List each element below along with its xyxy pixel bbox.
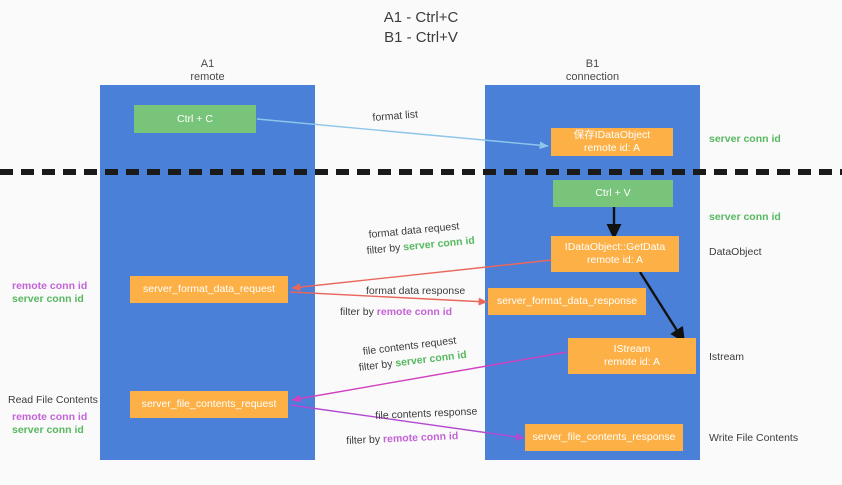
box-save-idataobject[interactable]: 保存IDataObject remote id: A: [551, 128, 673, 156]
filter-prefix: filter by: [346, 433, 384, 447]
flow-label-format-list: format list: [372, 108, 419, 124]
filter-key-remote-conn-id: remote conn id: [376, 306, 453, 318]
box-idataobject-getdata[interactable]: IDataObject::GetData remote id: A: [551, 236, 679, 272]
right-label-dataobject: DataObject: [709, 246, 762, 258]
left-label-remote-conn-id-b: remote conn id: [12, 411, 88, 423]
box-ctrl-c[interactable]: Ctrl + C: [134, 105, 256, 133]
lane-header-a1-role: remote: [190, 71, 225, 83]
left-label-remote-conn-id-a: remote conn id: [12, 280, 88, 292]
right-label-write-file-contents: Write File Contents: [709, 432, 799, 444]
right-label-server-conn-id-top: server conn id: [709, 133, 781, 145]
lane-header-a1-name: A1: [200, 58, 215, 70]
diagram-title-line2: B1 - Ctrl+V: [384, 29, 458, 46]
flow-label-format-data-response: format data response: [366, 285, 466, 297]
filter-prefix: filter by: [340, 306, 377, 318]
lane-header-b1-role: connection: [565, 71, 620, 83]
diagram-title: A1 - Ctrl+C B1 - Ctrl+V: [0, 8, 842, 48]
box-ctrl-v[interactable]: Ctrl + V: [553, 180, 673, 207]
box-server-file-contents-request[interactable]: server_file_contents_request: [130, 391, 288, 418]
filter-prefix: filter by: [358, 357, 397, 374]
box-server-format-data-request[interactable]: server_format_data_request: [130, 276, 288, 303]
left-label-read-file-contents: Read File Contents: [8, 394, 98, 406]
box-server-format-data-response[interactable]: server_format_data_response: [488, 288, 646, 315]
dashed-divider: [0, 169, 842, 175]
filter-key-remote-conn-id: remote conn id: [382, 430, 459, 446]
left-label-server-conn-id-a: server conn id: [12, 293, 84, 305]
flow-label-format-data-response-filter: filter by remote conn id: [340, 305, 452, 319]
box-istream[interactable]: IStream remote id: A: [568, 338, 696, 374]
box-server-file-contents-response[interactable]: server_file_contents_response: [525, 424, 683, 451]
left-label-server-conn-id-b: server conn id: [12, 424, 84, 436]
filter-prefix: filter by: [366, 241, 404, 257]
lane-header-b1-name: B1: [585, 58, 600, 70]
flow-label-file-contents-response-filter: filter by remote conn id: [346, 429, 459, 448]
right-label-istream: Istream: [709, 351, 745, 363]
flow-label-file-contents-response: file contents response: [375, 405, 478, 422]
right-label-server-conn-id-mid: server conn id: [709, 211, 781, 223]
diagram-title-line1: A1 - Ctrl+C: [383, 9, 459, 26]
